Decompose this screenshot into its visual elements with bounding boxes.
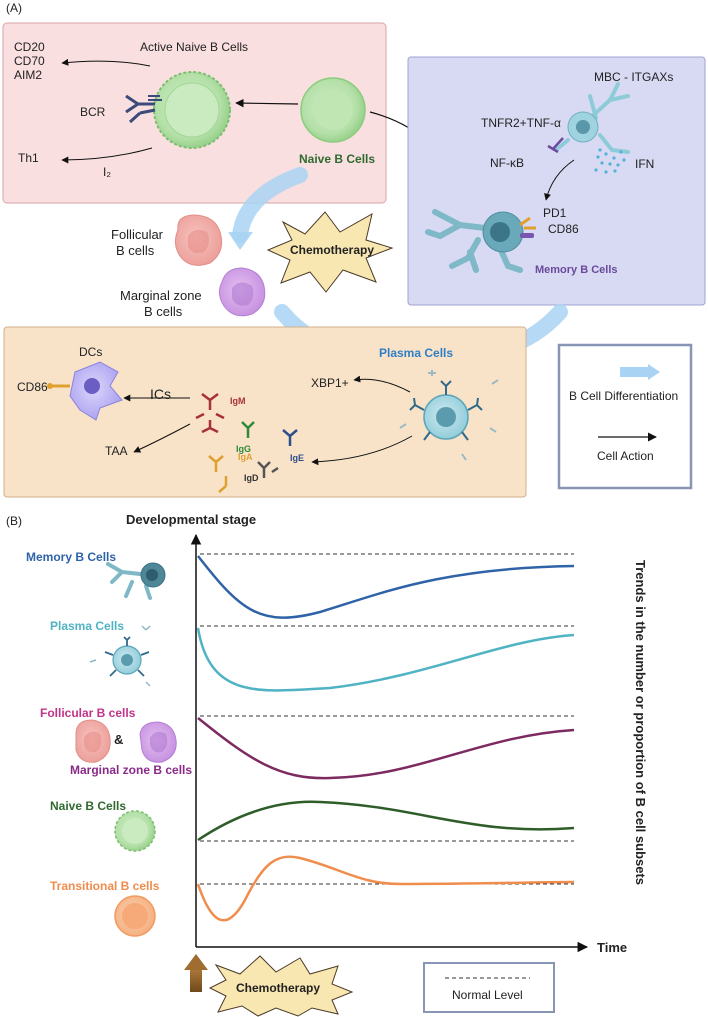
nfkb-label: NF-κB <box>490 156 524 170</box>
follicular-label-line1: Follicular <box>111 227 164 242</box>
row-label-ampersand: & <box>114 732 123 747</box>
chemotherapy-label-a: Chemotherapy <box>290 243 374 257</box>
follicular-label-line2: B cells <box>116 243 155 258</box>
marker-cd20: CD20 <box>14 40 45 54</box>
row-label-transitional: Transitional B cells <box>50 879 160 893</box>
naive-b-cell-icon-b <box>114 810 156 852</box>
right-axis-label: Trends in the number or proportion of B … <box>633 560 648 885</box>
row-label-plasma: Plasma Cells <box>50 619 124 633</box>
plasma-cell-icon-a <box>399 370 499 461</box>
ige-antibody-icon <box>282 429 298 446</box>
panel-a-label: (A) <box>6 1 22 15</box>
arrow-to-markers <box>61 58 151 67</box>
arrow-naive-to-active <box>235 98 299 108</box>
cd86-label-memory: CD86 <box>548 222 579 236</box>
igg-label: IgG <box>236 444 251 454</box>
arrow-mbc-to-memory <box>544 159 575 201</box>
legend-differentiation-label: B Cell Differentiation <box>569 389 678 403</box>
chemotherapy-arrow-icon <box>184 954 208 992</box>
tnfr-label: TNFR2+TNF-α <box>481 116 561 130</box>
plasma-cell-icon-b <box>89 625 151 687</box>
memory-b-cells-box: MBC - ITGAXs TNFR2+TNF-α NF-κB IFN PD1 C… <box>407 56 706 306</box>
xbp1-label: XBP1+ <box>311 376 349 390</box>
memory-b-cell-icon-b <box>106 562 166 600</box>
x-axis-label: Time <box>597 940 627 955</box>
iga-label: IgA <box>238 452 253 462</box>
row-label-memory: Memory B Cells <box>26 550 116 564</box>
arrow-ics-to-taa <box>133 423 191 453</box>
active-naive-b-cells-box: Active Naive B Cells CD20 CD70 AIM2 BCR … <box>2 22 387 204</box>
marginal-zone-b-cell-icon <box>218 267 266 317</box>
marginal-label-line2: B cells <box>144 304 183 319</box>
transitional-b-cell-icon <box>114 895 156 937</box>
marker-cd70: CD70 <box>14 54 45 68</box>
axes <box>190 533 589 953</box>
naive-b-cells-label: Naive B Cells <box>299 152 375 166</box>
arrow-plasma-to-ig <box>311 435 413 466</box>
plasma-cells-box: Plasma Cells DCs CD86 ICs XBP1+ TAA IgM … <box>3 326 527 498</box>
arrow-to-th1 <box>61 147 153 164</box>
chemotherapy-burst-a: Chemotherapy <box>266 211 394 293</box>
normal-level-lines <box>200 553 574 885</box>
plasma-cells-label: Plasma Cells <box>379 346 453 360</box>
row-label-marginal: Marginal zone B cells <box>70 763 192 777</box>
igd-label: IgD <box>244 473 259 483</box>
pd1-label: PD1 <box>543 206 567 220</box>
iga-antibody-icon <box>208 455 228 493</box>
i2-label: I₂ <box>103 165 111 179</box>
dendritic-cell-icon <box>47 361 123 421</box>
igd-antibody-icon <box>257 461 279 478</box>
taa-label: TAA <box>105 444 127 458</box>
dcs-label: DCs <box>79 345 102 359</box>
cd86-label-dc: CD86 <box>17 380 48 394</box>
marginal-zone-b-cell-icon-b <box>139 721 177 763</box>
y-axis-title: Developmental stage <box>126 512 256 527</box>
ige-label: IgE <box>290 453 304 463</box>
memory-b-cells-curve <box>197 555 575 619</box>
naive-b-cell-icon <box>300 77 366 143</box>
legend-normal-level-label: Normal Level <box>452 988 523 1002</box>
legend-action-label: Cell Action <box>597 449 654 463</box>
igm-label: IgM <box>230 396 246 406</box>
bcr-label: BCR <box>80 105 106 119</box>
memory-b-cells-label: Memory B Cells <box>535 264 618 276</box>
active-naive-b-cell-icon <box>125 71 231 149</box>
igg-antibody-icon <box>241 421 255 438</box>
follicular-marginal-curve <box>197 717 575 780</box>
plasma-cells-curve <box>196 627 575 692</box>
mbc-itgaxs-label: MBC - ITGAXs <box>594 70 673 84</box>
mbc-itgaxs-cell-icon <box>547 82 630 154</box>
arrow-plasma-to-xbp1 <box>353 375 411 393</box>
legend-b: Normal Level <box>423 962 555 1013</box>
ics-label: ICs <box>150 386 171 402</box>
chemotherapy-label-b: Chemotherapy <box>236 981 320 995</box>
row-label-follicular: Follicular B cells <box>40 706 136 720</box>
ifn-dots-icon <box>594 148 626 174</box>
marker-aim2: AIM2 <box>14 68 42 82</box>
igm-antibody-icon <box>195 393 225 434</box>
marginal-label-line1: Marginal zone <box>120 288 202 303</box>
active-naive-title: Active Naive B Cells <box>140 40 248 54</box>
th1-label: Th1 <box>18 151 39 165</box>
transitional-b-cells-curve <box>196 855 575 922</box>
panel-b-label: (B) <box>6 514 22 528</box>
legend-a: B Cell Differentiation Cell Action <box>557 343 693 490</box>
ifn-label: IFN <box>635 157 654 171</box>
chemotherapy-burst-b: Chemotherapy <box>208 955 354 1017</box>
row-label-naive: Naive B Cells <box>50 799 126 813</box>
memory-b-cell-icon <box>425 209 536 273</box>
naive-b-cells-curve <box>197 800 575 842</box>
follicular-b-cell-icon-b <box>75 719 111 763</box>
follicular-b-cell-icon <box>174 214 223 266</box>
